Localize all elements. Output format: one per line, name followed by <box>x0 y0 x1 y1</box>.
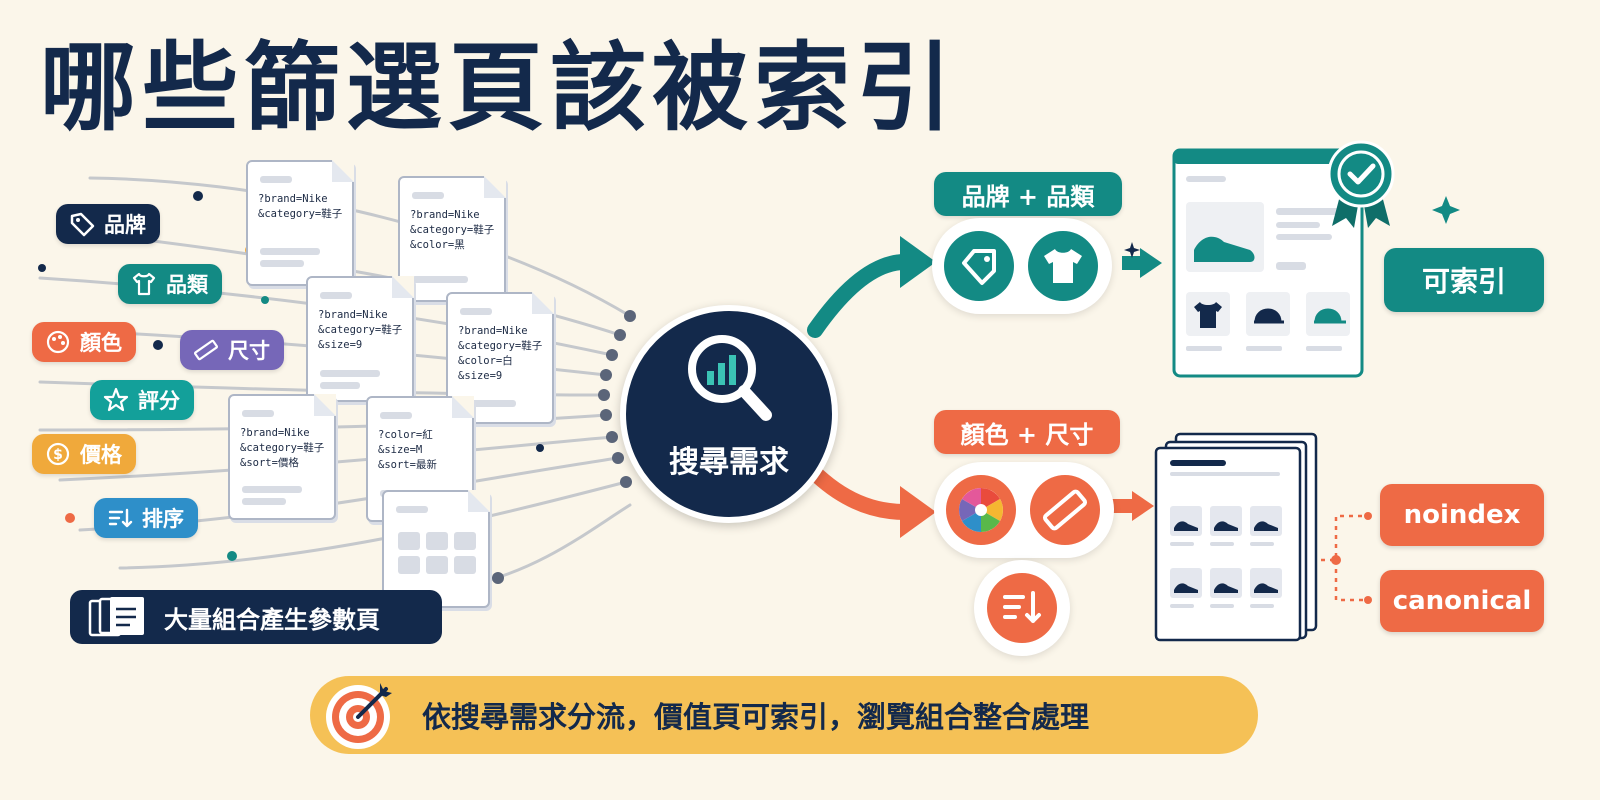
grid-page-doc <box>382 490 490 608</box>
target-icon <box>326 683 392 749</box>
noindex-result: noindex <box>1380 484 1544 546</box>
tag-brand-category: 品牌 + 品類 <box>934 172 1122 216</box>
sort-icon <box>108 508 133 528</box>
filter-pill-size: 尺寸 <box>180 330 284 370</box>
tag-color-size: 顏色 + 尺寸 <box>934 410 1120 454</box>
param-page-doc: ?brand=Nike &category=鞋子 &size=9 <box>306 276 414 402</box>
cap-thumb <box>1254 308 1284 324</box>
tshirt-icon <box>1028 231 1098 301</box>
sort-icon <box>987 573 1057 643</box>
color-wheel-icon <box>946 475 1016 545</box>
filter-pill-rating: 評分 <box>90 380 194 420</box>
hub-label: 搜尋需求 <box>669 445 789 480</box>
footer-text: 依搜尋需求分流，價值頁可索引，瀏覽組合整合處理 <box>422 700 1090 734</box>
filter-label: 尺寸 <box>228 339 270 363</box>
ruler-circle <box>1030 475 1100 545</box>
search-hub: 搜尋需求 <box>620 305 838 523</box>
filter-label: 價格 <box>80 443 122 467</box>
param-page-doc: ?brand=Nike &category=鞋子 &sort=價格 <box>228 394 336 520</box>
shoe-icon <box>1194 236 1255 262</box>
filter-pill-sort: 排序 <box>94 498 198 538</box>
param-page-doc: ?brand=Nike &category=鞋子 <box>246 160 354 286</box>
sort-circle <box>987 573 1057 643</box>
shirt-thumb <box>1194 302 1222 328</box>
filter-pill-category: 品類 <box>118 264 222 304</box>
filter-pill-color: 顏色 <box>32 322 136 362</box>
filter-label: 品牌 <box>104 213 146 237</box>
color-wheel-circle <box>946 475 1016 545</box>
stacked-pages-icon <box>88 597 144 637</box>
dollar-icon: $ <box>46 442 70 466</box>
filter-pill-brand: 品牌 <box>56 204 160 244</box>
params-banner-label: 大量組合產生參數頁 <box>164 605 380 634</box>
tag-icon <box>70 212 95 237</box>
param-url: ?brand=Nike &category=鞋子 &color=黑 <box>410 209 495 251</box>
palette-icon <box>46 330 70 354</box>
canonical-result: canonical <box>1380 570 1544 632</box>
footer-banner: 依搜尋需求分流，價值頁可索引，瀏覽組合整合處理 <box>310 676 1258 754</box>
indexable-result: 可索引 <box>1384 248 1544 312</box>
param-url: ?brand=Nike &category=鞋子 &color=白 &size=… <box>458 325 543 382</box>
filter-label: 顏色 <box>80 331 122 355</box>
params-banner: 大量組合產生參數頁 <box>70 590 442 644</box>
search-chart-icon <box>688 335 772 421</box>
ruler-icon <box>193 339 219 361</box>
indexable-page-mockup <box>1172 148 1364 378</box>
param-url: ?brand=Nike &category=鞋子 &size=9 <box>318 309 403 351</box>
shirt-circle <box>1028 231 1098 301</box>
filter-label: 評分 <box>138 389 180 413</box>
param-url: ?brand=Nike &category=鞋子 &sort=價格 <box>240 427 325 469</box>
tag-icon <box>944 231 1014 301</box>
param-url: ?color=紅 &size=M &sort=最新 <box>378 429 437 471</box>
verified-badge-icon <box>1327 140 1395 228</box>
param-url: ?brand=Nike &category=鞋子 <box>258 193 343 220</box>
param-page-doc: ?brand=Nike &category=鞋子 &color=黑 <box>398 176 506 302</box>
filter-pill-price: $ 價格 <box>32 434 136 474</box>
star-icon <box>103 387 129 412</box>
cap-thumb <box>1314 308 1346 324</box>
page-title: 哪些篩選頁該被索引 <box>40 32 958 144</box>
filter-label: 品類 <box>166 273 208 297</box>
price-tag-circle <box>944 231 1014 301</box>
svg-text:$: $ <box>53 447 63 463</box>
listing-pages-mockup <box>1154 432 1318 642</box>
tshirt-icon <box>132 272 156 296</box>
filter-label: 排序 <box>142 507 184 531</box>
ruler-icon <box>1030 475 1100 545</box>
